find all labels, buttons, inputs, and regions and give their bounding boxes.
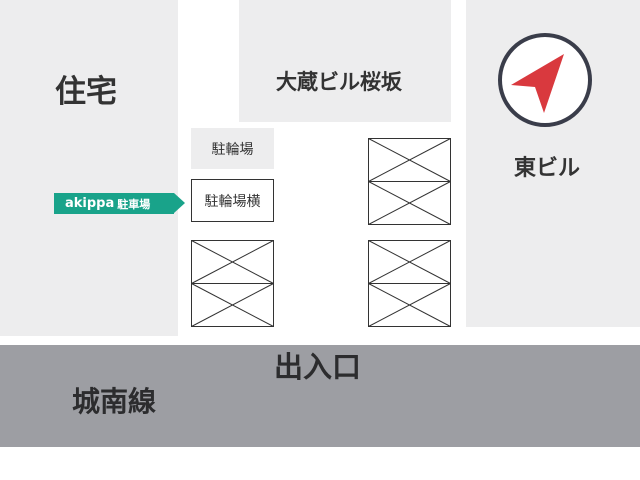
road-jonan-line [0, 345, 640, 447]
label-residence: 住宅 [55, 74, 117, 110]
parking-space-x [368, 240, 451, 284]
label-east: 東ビル [514, 156, 581, 181]
parking-space-x [368, 181, 451, 225]
building-okura [239, 0, 451, 122]
bicycle-parking: 駐輪場 [191, 128, 274, 169]
building-residence [0, 0, 178, 336]
parking-space-x [368, 138, 451, 182]
label-okura: 大蔵ビル桜坂 [276, 70, 402, 94]
parking-space-x [191, 283, 274, 327]
akippa-logo: akippa [65, 196, 115, 211]
parking-space-x [191, 240, 274, 284]
akippa-badge-label: 駐車場 [117, 197, 151, 211]
parking-space-x [368, 283, 451, 327]
badge-pointer-arrow [174, 193, 185, 213]
label-road: 城南線 [72, 385, 157, 418]
compass-icon [498, 33, 592, 127]
parking-spot-bicycle-side[interactable]: 駐輪場横 [191, 179, 274, 222]
label-entrance: 出入口 [274, 350, 362, 384]
akippa-parking-badge: akippa 駐車場 [54, 193, 174, 214]
